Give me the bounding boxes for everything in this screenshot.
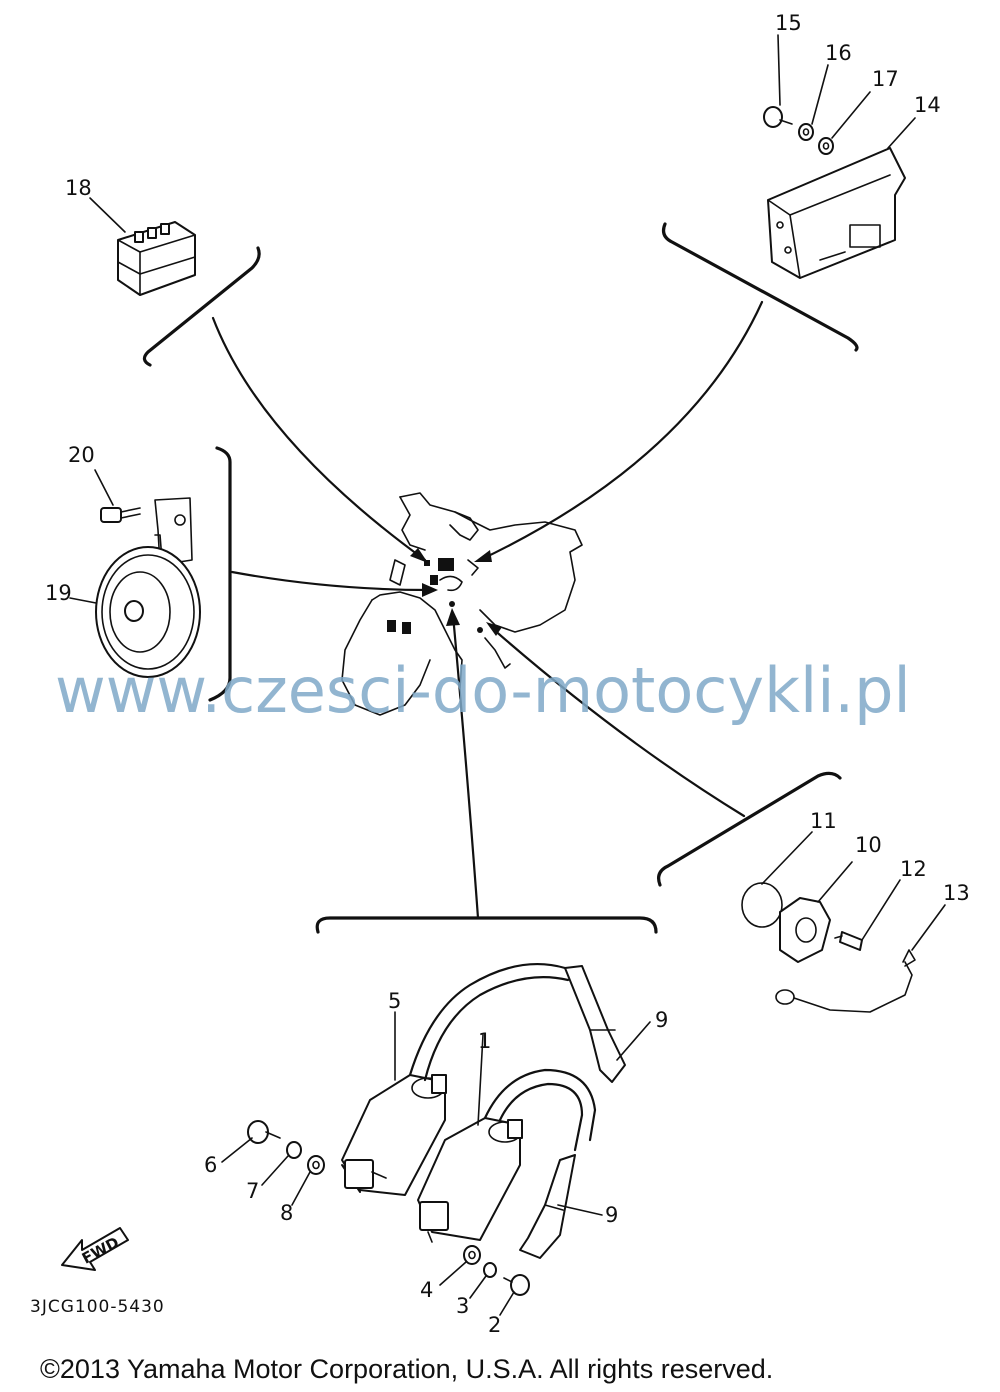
leader-lines	[142, 222, 859, 934]
ignition-coil-part	[221, 963, 651, 1316]
center-sensor-marker	[477, 627, 483, 633]
callout-5: 5	[388, 989, 401, 1013]
copyright-notice: ©2013 Yamaha Motor Corporation, U.S.A. A…	[40, 1354, 773, 1384]
callout-19: 19	[45, 581, 72, 605]
callout-17: 17	[872, 67, 899, 91]
callout-13: 13	[943, 881, 970, 905]
sensor-part	[741, 831, 946, 1013]
center-coil-marker-b	[402, 622, 411, 634]
callout-12: 12	[900, 857, 927, 881]
callout-16: 16	[825, 41, 852, 65]
center-horn-marker	[449, 601, 455, 607]
callout-6: 6	[204, 1153, 217, 1177]
center-coil-marker-a	[387, 620, 396, 632]
callout-9-upper: 9	[655, 1008, 668, 1032]
center-cdi-marker	[438, 558, 454, 571]
relay-part	[89, 197, 196, 296]
callout-15: 15	[775, 11, 802, 35]
callout-2: 2	[488, 1313, 501, 1337]
center-marker-c	[424, 560, 430, 566]
callout-7: 7	[246, 1179, 259, 1203]
callout-8: 8	[280, 1201, 293, 1225]
callout-9-lower: 9	[605, 1203, 618, 1227]
callout-18: 18	[65, 176, 92, 200]
watermark-url: www.czesci-do-motocykli.pl	[55, 654, 911, 727]
callout-1: 1	[478, 1029, 491, 1053]
callout-3: 3	[456, 1294, 469, 1318]
center-relay-marker	[430, 575, 438, 585]
forward-direction-arrow: FWD	[61, 1227, 129, 1271]
cdi-unit-part	[763, 34, 916, 279]
callout-20: 20	[68, 443, 95, 467]
diagram-code: 3JCG100-5430	[30, 1297, 165, 1317]
callout-11: 11	[810, 809, 837, 833]
callout-numbers: 15 16 17 14 18 20 19 11 10 12 13 5 1 9 9…	[45, 11, 970, 1337]
motorcycle-outline	[341, 492, 583, 716]
callout-10: 10	[855, 833, 882, 857]
horn-part	[69, 469, 201, 678]
callout-14: 14	[914, 93, 941, 117]
callout-4: 4	[420, 1278, 433, 1302]
